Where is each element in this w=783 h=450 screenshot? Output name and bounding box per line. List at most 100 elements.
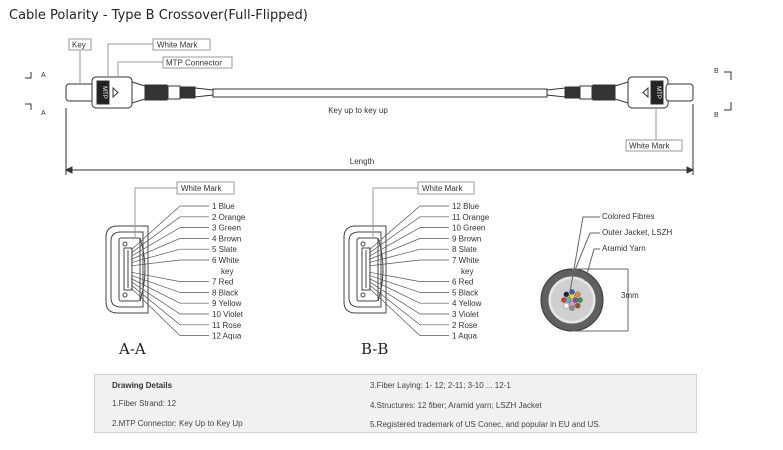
aa-fiber-leader — [130, 238, 209, 260]
aa-fiber-leader — [130, 227, 209, 257]
details-item-3: 3.Fiber Laying: 1- 12; 2-11; 3-10 ... 12… — [370, 381, 511, 390]
white-mark-callout-bb: White Mark — [372, 181, 475, 238]
bb-fiber-label: 5 Black — [452, 288, 479, 297]
key-up-label: Key up to key up — [328, 106, 388, 115]
key-callout: Key — [68, 38, 92, 84]
aa-white-mark-label: White Mark — [181, 184, 222, 193]
bb-fiber-label: 2 Rose — [452, 321, 478, 330]
diameter-label: 3mm — [621, 291, 639, 300]
bb-fiber-leader — [368, 281, 449, 315]
end-bracket-b — [724, 71, 732, 111]
bb-fiber-label: 4 Yellow — [452, 299, 482, 308]
mtp-connector-callout: MTP Connector — [117, 56, 233, 78]
aa-fiber-label: 1 Blue — [212, 202, 235, 211]
aa-fiber-label: 4 Brown — [212, 234, 241, 243]
bb-fiber-label: 12 Blue — [452, 202, 480, 211]
length-label: Length — [350, 157, 374, 166]
end-label-a-top: A — [41, 72, 46, 79]
aa-fiber-leader — [130, 278, 209, 304]
fiber-dots — [561, 289, 583, 311]
aramid-yarn-label: Aramid Yarn — [602, 244, 646, 253]
details-item-2: 2.MTP Connector: Key Up to Key Up — [112, 419, 243, 428]
end-bracket-a — [25, 72, 32, 110]
bb-fiber-label: 3 Violet — [452, 310, 479, 319]
end-label-b-top: B — [714, 68, 719, 75]
white-mark-label-right: White Mark — [629, 142, 670, 151]
fiber-dot — [565, 297, 572, 303]
aa-fiber-label: key — [221, 267, 233, 276]
page-title: Cable Polarity - Type B Crossover(Full-F… — [9, 8, 308, 23]
bb-fiber-label: 6 Red — [452, 278, 473, 287]
white-mark-callout-right: White Mark — [625, 108, 683, 152]
outer-jacket-label: Outer Jacket, LSZH — [602, 228, 672, 237]
bb-caption: B-B — [361, 340, 388, 358]
bb-fiber-leader — [368, 278, 449, 304]
drawing-details-panel: Drawing Details 1.Fiber Strand: 12 2.MTP… — [94, 374, 697, 433]
bb-fiber-leader — [368, 259, 449, 267]
details-item-4: 4.Structures: 12 fiber; Aramid yarn; LSZ… — [370, 401, 542, 410]
white-mark-label-top: White Mark — [157, 41, 198, 50]
right-connector-text: MTP — [655, 86, 661, 99]
aa-fiber-leader — [130, 281, 209, 315]
aa-fiber-leader — [130, 287, 209, 336]
bb-fiber-label: key — [461, 267, 473, 276]
aa-fiber-label: 2 Orange — [212, 213, 246, 222]
fiber-dot — [563, 291, 570, 298]
details-item-5: 5.Registered trademark of US Conec, and … — [370, 420, 601, 429]
aa-fiber-leaders — [130, 205, 209, 336]
bb-fiber-label: 7 White — [452, 256, 480, 265]
white-mark-callout-top: White Mark — [107, 38, 211, 78]
mtp-connector-label: MTP Connector — [166, 59, 222, 68]
details-heading: Drawing Details — [112, 381, 173, 390]
left-connector-text: MTP — [101, 86, 107, 99]
bb-fiber-leaders — [368, 205, 449, 336]
bb-fiber-leader — [368, 271, 449, 282]
aa-fiber-label: 3 Green — [212, 224, 241, 233]
bb-fiber-leader — [368, 287, 449, 336]
aa-fiber-label: 6 White — [212, 256, 240, 265]
aa-fiber-label: 5 Slate — [212, 245, 237, 254]
aa-fiber-label: 8 Black — [212, 288, 239, 297]
fiber-dot — [569, 300, 575, 307]
aa-fiber-label: 10 Violet — [212, 310, 244, 319]
aa-fiber-label: 12 Aqua — [212, 332, 242, 341]
cable-cross-section — [540, 268, 604, 332]
bb-fiber-leader — [368, 275, 449, 293]
details-item-1: 1.Fiber Strand: 12 — [112, 399, 177, 408]
aa-fiber-leader — [130, 271, 209, 282]
aa-fiber-label: 11 Rose — [212, 321, 242, 330]
bb-fiber-leader — [368, 248, 449, 264]
bb-fiber-label: 9 Brown — [452, 234, 481, 243]
bb-fiber-leader — [368, 284, 449, 326]
end-label-a-bottom: A — [41, 110, 46, 117]
bb-fiber-leader — [368, 238, 449, 260]
fiber-dot — [574, 302, 581, 309]
key-label: Key — [72, 41, 86, 50]
length-dimension — [64, 104, 695, 175]
end-label-b-bottom: B — [714, 112, 719, 119]
aa-fiber-leader — [130, 275, 209, 293]
left-mtp-connector: MTP — [65, 76, 214, 109]
aa-fiber-leader — [130, 216, 209, 254]
aa-fiber-leader — [130, 259, 209, 267]
white-mark-callout-aa: White Mark — [134, 181, 235, 238]
bb-fiber-leader — [368, 205, 449, 251]
aa-fiber-label: 7 Red — [212, 278, 233, 287]
bb-fiber-label: 11 Orange — [452, 213, 490, 222]
fiber-dot — [574, 291, 581, 298]
bb-white-mark-label: White Mark — [422, 184, 463, 193]
bb-fiber-label: 10 Green — [452, 224, 485, 233]
colored-fibres-label: Colored Fibres — [602, 212, 654, 221]
aa-end-face — [105, 225, 149, 314]
bb-end-face — [343, 225, 387, 314]
bb-fiber-leader — [368, 216, 449, 254]
bb-fiber-label: 1 Aqua — [452, 332, 477, 341]
aa-fiber-leader — [130, 284, 209, 326]
aa-fiber-leader — [130, 205, 209, 251]
aa-caption: A-A — [118, 340, 146, 358]
bb-fiber-leader — [368, 227, 449, 257]
fiber-dot — [569, 293, 575, 300]
cable-body — [212, 88, 548, 98]
